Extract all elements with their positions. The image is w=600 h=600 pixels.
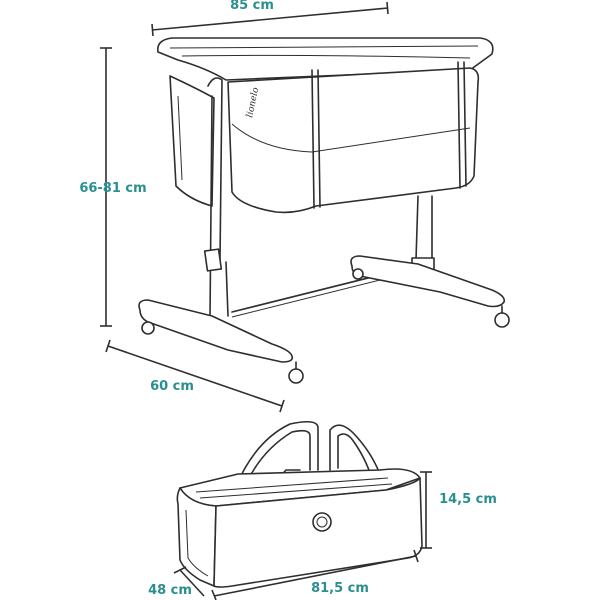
width-dimension: 85 cm xyxy=(151,0,389,37)
caster-wheel-left-front xyxy=(288,368,304,384)
width-dimension-tick-right xyxy=(386,1,389,15)
depth-dimension: 60 cm xyxy=(105,339,285,413)
bag-length-label: 81,5 cm xyxy=(311,581,369,596)
crib-front-panel xyxy=(227,67,480,214)
bag-length-dimension: 81,5 cm xyxy=(211,549,419,600)
height-dimension: 66-81 cm xyxy=(79,47,147,327)
crib-foot-left xyxy=(138,299,294,363)
depth-dimension-tick-right xyxy=(279,399,285,413)
depth-dimension-line xyxy=(107,345,283,407)
bag-length-dimension-line xyxy=(213,555,417,597)
travel-bag-illustration xyxy=(176,420,423,588)
caster-wheel-left-back xyxy=(141,321,155,335)
crib-front-zipper-right-2 xyxy=(463,61,467,187)
depth-dimension-tick-left xyxy=(105,339,111,353)
bag-front-face xyxy=(213,477,423,588)
caster-wheel-right-back xyxy=(352,268,364,280)
crib-front-panel-fold xyxy=(231,123,471,153)
bag-depth-dimension-line xyxy=(179,569,205,597)
bag-end-face xyxy=(176,487,217,587)
crib-front-zipper-left-2 xyxy=(317,69,321,208)
crib-leg-left-front xyxy=(209,95,213,319)
bag-height-dimension: 14,5 cm xyxy=(420,471,497,549)
crib-rim-mattress-edge xyxy=(181,54,471,59)
crib-rim-inner-line xyxy=(169,45,479,49)
bag-depth-dimension-tick-top xyxy=(173,566,187,574)
bag-handle-left-inner xyxy=(245,429,311,485)
crib-side-panel-seam xyxy=(177,95,183,181)
crib-leg-left-upper xyxy=(207,77,223,261)
depth-label: 60 cm xyxy=(150,379,194,394)
crib-top-rim xyxy=(156,37,494,81)
width-dimension-line xyxy=(151,7,389,31)
caster-wheel-right-front xyxy=(494,312,510,328)
height-label: 66-81 cm xyxy=(79,181,146,196)
crib-side-panel xyxy=(169,75,215,207)
height-adjust-clip-left xyxy=(203,248,223,272)
bag-length-dimension-tick-right xyxy=(413,549,419,563)
bag-length-dimension-tick-left xyxy=(211,589,217,600)
bag-logo-badge-inner xyxy=(316,516,328,528)
width-dimension-tick-left xyxy=(151,23,154,37)
bag-end-face-seam xyxy=(185,509,209,577)
crib-leg-right-outer xyxy=(415,195,419,261)
bag-top-zipper-2 xyxy=(199,483,393,499)
crib-illustration: lionelo xyxy=(138,37,510,384)
width-label: 85 cm xyxy=(230,0,274,13)
bag-top-zipper xyxy=(195,477,389,493)
bag-depth-dimension: 48 cm xyxy=(148,566,205,598)
bag-height-label: 14,5 cm xyxy=(439,492,497,507)
bag-logo-badge xyxy=(312,512,332,532)
bag-handle-right-outer xyxy=(329,424,385,487)
crib-front-zipper-left xyxy=(311,69,315,209)
crib-front-zipper-right xyxy=(457,61,461,189)
bag-depth-label: 48 cm xyxy=(148,583,192,598)
crib-leg-left-back xyxy=(225,261,229,317)
bag-handle-left-outer xyxy=(235,420,319,487)
